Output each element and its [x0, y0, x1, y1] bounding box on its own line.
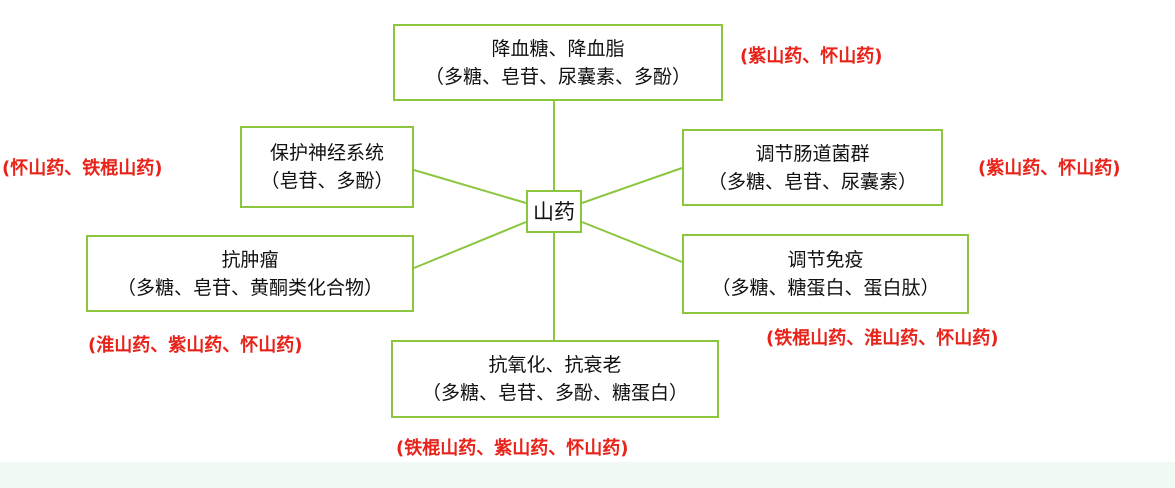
node-detail: （皂苷、多酚） [260, 170, 394, 192]
node-gut: 调节肠道菌群 （多糖、皂苷、尿囊素） [682, 129, 943, 206]
node-detail: （多糖、皂苷、尿囊素） [707, 170, 917, 193]
connector-immune [581, 221, 683, 263]
tag-lipid: (紫山药、怀山药) [740, 46, 883, 67]
node-immune: 调节免疫 （多糖、糖蛋白、蛋白肽） [682, 234, 969, 314]
tag-gut: (紫山药、怀山药) [978, 158, 1121, 179]
node-nerve: 保护神经系统 （皂苷、多酚） [240, 126, 414, 208]
center-label: 山药 [533, 199, 575, 224]
node-title: 降血糖、降血脂 [491, 37, 625, 60]
tag-nerve: (怀山药、铁棍山药) [2, 158, 163, 179]
node-detail: （多糖、糖蛋白、蛋白肽） [711, 277, 940, 299]
connector-tumor [413, 221, 527, 269]
tag-oxidant: (铁棍山药、紫山药、怀山药) [396, 438, 629, 459]
node-oxidant: 抗氧化、抗衰老 （多糖、皂苷、多酚、糖蛋白） [391, 340, 719, 418]
node-lipid: 降血糖、降血脂 （多糖、皂苷、尿囊素、多酚） [393, 24, 723, 101]
node-detail: （多糖、皂苷、黄酮类化合物） [116, 276, 383, 299]
node-title: 抗肿瘤 [221, 248, 279, 271]
footer-band [0, 462, 1175, 488]
node-detail: （多糖、皂苷、多酚、糖蛋白） [421, 382, 688, 404]
node-title: 抗氧化、抗衰老 [488, 354, 622, 376]
tag-immune: (铁棍山药、淮山药、怀山药) [766, 328, 999, 349]
node-detail: （多糖、皂苷、尿囊素、多酚） [424, 65, 691, 88]
node-title: 调节免疫 [787, 249, 864, 271]
connector-nerve [413, 169, 527, 204]
node-title: 调节肠道菌群 [755, 142, 870, 165]
node-tumor: 抗肿瘤 （多糖、皂苷、黄酮类化合物） [86, 235, 414, 312]
tag-tumor: (淮山药、紫山药、怀山药) [88, 335, 303, 356]
connector-gut [581, 167, 683, 204]
node-title: 保护神经系统 [269, 142, 384, 164]
center-node: 山药 [526, 190, 582, 233]
